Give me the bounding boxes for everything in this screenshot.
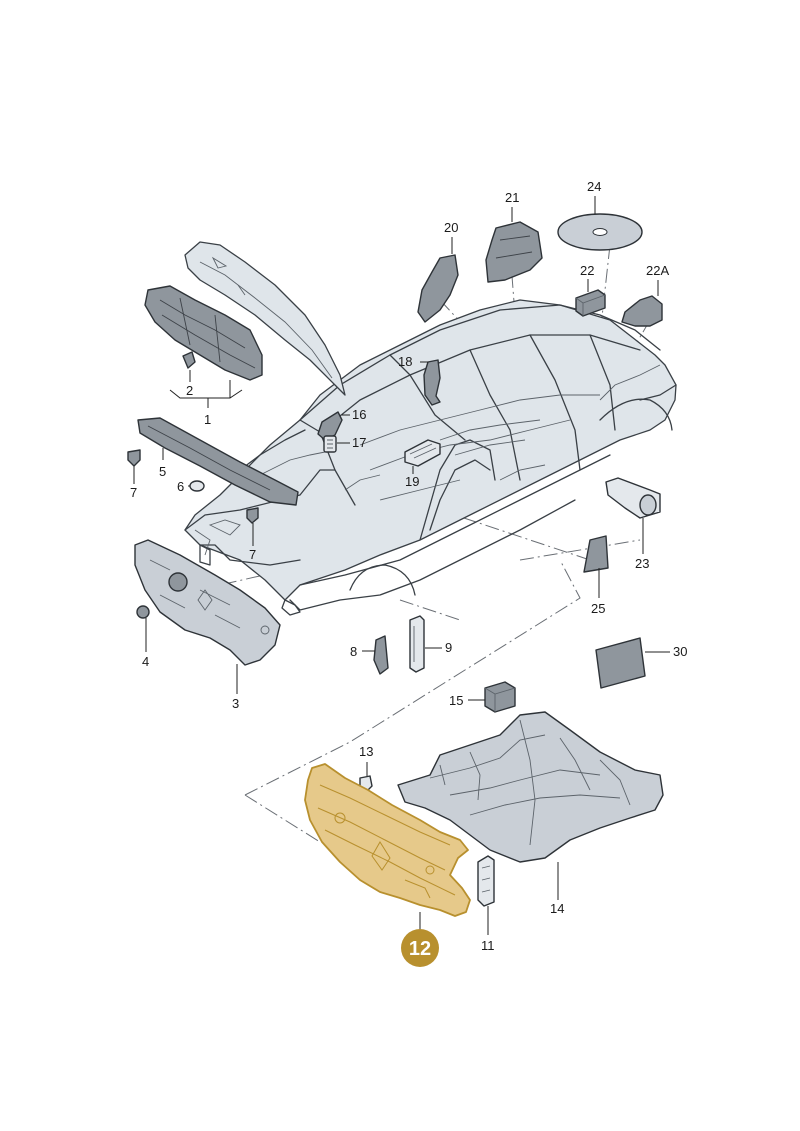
label-1: 1 xyxy=(204,412,211,427)
label-19: 19 xyxy=(405,474,419,489)
label-7a: 7 xyxy=(130,485,137,500)
label-22a: 22A xyxy=(646,263,669,278)
label-22: 22 xyxy=(580,263,594,278)
part-23-duct xyxy=(605,477,661,519)
part-22-foam-block xyxy=(575,289,606,317)
part-20-pillar-insulation xyxy=(417,254,459,323)
label-21: 21 xyxy=(505,190,519,205)
part-18-foam xyxy=(423,359,441,406)
highlight-badge-12[interactable]: 12 xyxy=(401,929,439,967)
callout-labels: 1 2 3 4 5 6 7 7 8 9 11 13 14 15 16 17 18… xyxy=(130,179,687,953)
bonnet xyxy=(184,241,346,396)
label-30: 30 xyxy=(673,644,687,659)
label-13: 13 xyxy=(359,744,373,759)
label-2: 2 xyxy=(186,383,193,398)
highlight-badge-circle xyxy=(401,929,439,967)
part-30-pad xyxy=(595,637,646,689)
label-6: 6 xyxy=(177,479,184,494)
label-8: 8 xyxy=(350,644,357,659)
label-5: 5 xyxy=(159,464,166,479)
label-20: 20 xyxy=(444,220,458,235)
part-14-floor-insulation xyxy=(397,711,664,863)
label-11: 11 xyxy=(481,938,495,953)
part-9-sill-pad xyxy=(409,615,425,673)
label-24: 24 xyxy=(587,179,601,194)
leader-lines xyxy=(133,196,670,935)
part-19-foam xyxy=(404,439,441,467)
part-8-pillar-pad xyxy=(373,635,389,675)
part-21-pillar-insulation xyxy=(485,221,543,283)
part-17-foam xyxy=(323,435,337,453)
label-16: 16 xyxy=(352,407,366,422)
part-3-bulkhead-insulation xyxy=(134,539,281,666)
label-25: 25 xyxy=(591,601,605,616)
part-15-block xyxy=(484,681,516,713)
part-22a-damper xyxy=(621,295,663,327)
label-3: 3 xyxy=(232,696,239,711)
label-23: 23 xyxy=(635,556,649,571)
part-24-round-pad xyxy=(557,213,643,251)
label-18: 18 xyxy=(398,354,412,369)
part-11-side-pad xyxy=(477,855,495,907)
highlight-badge-label: 12 xyxy=(409,938,431,960)
label-15: 15 xyxy=(449,693,463,708)
label-4: 4 xyxy=(142,654,149,669)
part-5-plenum-seal xyxy=(127,417,299,524)
part-25-triangle-pad xyxy=(583,535,609,573)
label-7b: 7 xyxy=(249,547,256,562)
label-14: 14 xyxy=(550,901,564,916)
part-1-bonnet-insulation xyxy=(144,285,263,381)
part-12-highlighted-insulation[interactable] xyxy=(304,763,471,917)
label-9: 9 xyxy=(445,640,452,655)
label-17: 17 xyxy=(352,435,366,450)
part-16-foam xyxy=(317,411,343,441)
